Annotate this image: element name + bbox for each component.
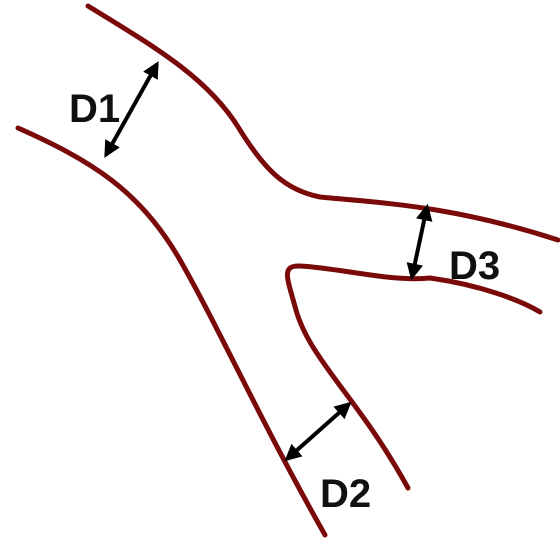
diameter-arrow-d1 [104,61,159,158]
diameter-arrow-d2 [284,401,352,462]
label-d2: D2 [320,472,371,516]
vessel-wall-lower-left [15,125,328,538]
vessel-wall-inner-branch [284,263,543,491]
vessel-wall-upper [85,3,560,243]
diameter-arrow-d3 [406,203,433,281]
label-d1: D1 [69,87,120,131]
label-d3: D3 [449,244,500,288]
